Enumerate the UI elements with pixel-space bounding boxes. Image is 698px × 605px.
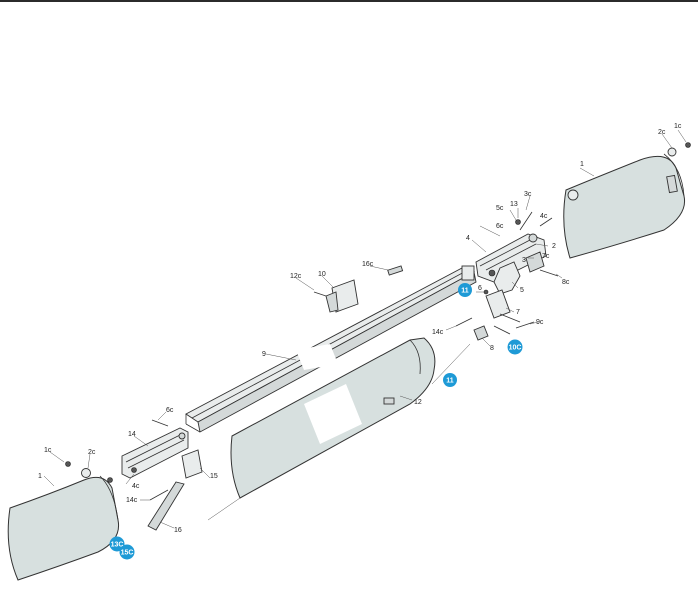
- label-15: 15: [210, 473, 218, 480]
- screw-6: [483, 289, 489, 295]
- label-1c-right: 1c: [674, 123, 682, 130]
- label-14c-left: 14c: [126, 497, 138, 504]
- label-2c-left: 2c: [88, 449, 96, 456]
- label-14c-right: 14c: [432, 329, 444, 336]
- top-border: [0, 0, 698, 2]
- screw-1c-right: [685, 142, 691, 148]
- label-9: 9: [262, 351, 266, 358]
- break-mark-cover: [304, 384, 362, 444]
- label-2: 2: [552, 243, 556, 250]
- badge-15c: 15C: [119, 544, 135, 560]
- label-9c: 9c: [536, 319, 544, 326]
- label-1-right: 1: [580, 161, 584, 168]
- label-12c: 12c: [290, 273, 302, 280]
- washer-2c-right: [667, 147, 677, 157]
- cable: [207, 497, 241, 521]
- leader-lines: [43, 129, 687, 529]
- svg-text:11: 11: [461, 288, 469, 295]
- label-14: 14: [128, 431, 136, 438]
- label-1c-left: 1c: [44, 447, 52, 454]
- clip-16c: [387, 265, 404, 276]
- rail-endstop: [461, 265, 475, 281]
- svg-text:11: 11: [446, 378, 454, 385]
- label-16: 16: [174, 527, 182, 534]
- part-8-block: [473, 325, 489, 341]
- label-4c-right: 4c: [540, 213, 548, 220]
- label-5: 5: [520, 287, 524, 294]
- part-16-arm: [147, 481, 185, 531]
- cover-latch: [383, 397, 395, 405]
- drive-assembly-right: [455, 211, 559, 341]
- part-3-bracket: [525, 251, 545, 273]
- label-8c: 8c: [562, 279, 570, 286]
- screw-3c: [519, 211, 533, 231]
- end-cap-right: [563, 142, 691, 259]
- pin-6c-left: [151, 419, 169, 427]
- label-13: 13: [510, 201, 518, 208]
- label-12: 12: [414, 399, 422, 406]
- label-16c: 16c: [362, 261, 374, 268]
- label-10: 10: [318, 271, 326, 278]
- label-2c-right: 2c: [658, 129, 666, 136]
- badge-13c: 13C: [109, 536, 125, 552]
- pin-10c: [493, 325, 511, 335]
- cap-hole-right: [567, 189, 579, 201]
- cap-slot-right: [666, 174, 678, 194]
- label-3c: 3c: [524, 191, 532, 198]
- bracket-10: [313, 279, 359, 313]
- svg-text:15C: 15C: [121, 550, 134, 557]
- end-cap-left: [7, 461, 120, 581]
- pin-14c-right: [455, 317, 473, 327]
- label-3: 3: [522, 257, 526, 264]
- pin-9c: [515, 321, 535, 329]
- part-5-lever: [493, 261, 521, 295]
- label-8: 8: [490, 345, 494, 352]
- svg-text:10C: 10C: [509, 345, 522, 352]
- nut-13: [515, 219, 521, 225]
- screw-1c-left: [65, 461, 71, 467]
- label-4c-left: 4c: [132, 483, 140, 490]
- part-14-bracket: [121, 427, 189, 479]
- svg-text:13C: 13C: [111, 542, 124, 549]
- label-7: 7: [516, 309, 520, 316]
- callout-badges: 11 10C 11 13C 15C: [109, 283, 523, 560]
- badge-11-mid: 11: [443, 373, 457, 387]
- part-7-link: [485, 289, 511, 319]
- screw-12c: [313, 291, 327, 297]
- screw-4c-right: [539, 217, 553, 227]
- washer-2c-left: [81, 468, 91, 478]
- label-6: 6: [478, 285, 482, 292]
- label-5c: 5c: [496, 205, 504, 212]
- pin-14c-left: [149, 489, 169, 501]
- drive-assembly-left: [121, 419, 203, 531]
- label-6c-left: 6c: [166, 407, 174, 414]
- label-6c-right: 6c: [496, 223, 504, 230]
- part-labels: 1 2c 1c 3c 13 5c 4c 6c 4 2 7c 3 8c 5 16c…: [38, 123, 682, 534]
- badge-11-top: 11: [458, 283, 472, 297]
- part-15-plate: [181, 449, 203, 479]
- screw-8c: [539, 269, 559, 277]
- label-4: 4: [466, 235, 470, 242]
- label-1-left: 1: [38, 473, 42, 480]
- break-mark-rail: [296, 344, 338, 370]
- label-7c: 7c: [542, 253, 550, 260]
- badge-10c: 10C: [507, 339, 523, 355]
